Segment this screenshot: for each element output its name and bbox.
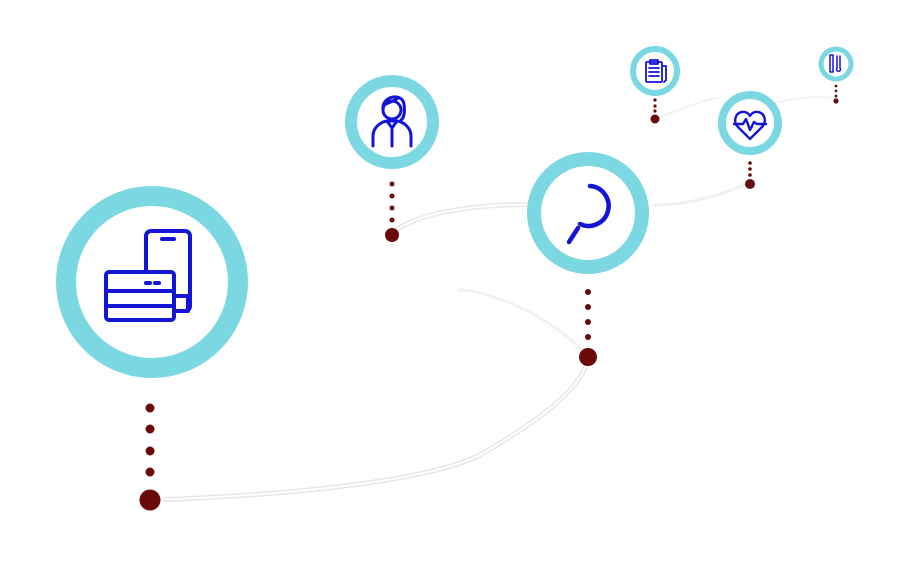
node-clipboard <box>630 46 680 124</box>
node-search-ring <box>527 152 649 274</box>
devices-icon <box>104 229 192 322</box>
heart-rate-icon <box>732 110 768 141</box>
node-tools-anchor <box>833 98 839 104</box>
node-tools <box>818 46 854 104</box>
node-heart-anchor <box>745 179 755 189</box>
node-devices <box>56 186 248 514</box>
node-woman-anchor <box>385 228 399 242</box>
node-search-dots <box>579 289 597 366</box>
node-heart <box>718 91 782 189</box>
tools-icon <box>829 54 842 73</box>
node-woman-dots <box>385 181 399 242</box>
node-devices-anchor <box>136 486 164 514</box>
node-clipboard-ring <box>630 46 680 96</box>
node-tools-dots <box>833 84 839 104</box>
clipboard-icon <box>645 59 667 83</box>
node-clipboard-dots <box>650 98 660 124</box>
node-woman <box>345 75 439 242</box>
node-search <box>527 152 649 366</box>
node-tools-ring <box>818 46 854 82</box>
connector-path <box>147 96 837 503</box>
node-search-anchor <box>579 348 597 366</box>
node-devices-dots <box>136 403 164 514</box>
node-heart-dots <box>745 161 755 189</box>
woman-avatar-icon <box>371 95 413 148</box>
search-icon <box>566 183 611 245</box>
node-heart-ring <box>718 91 782 155</box>
node-clipboard-anchor <box>650 114 660 124</box>
